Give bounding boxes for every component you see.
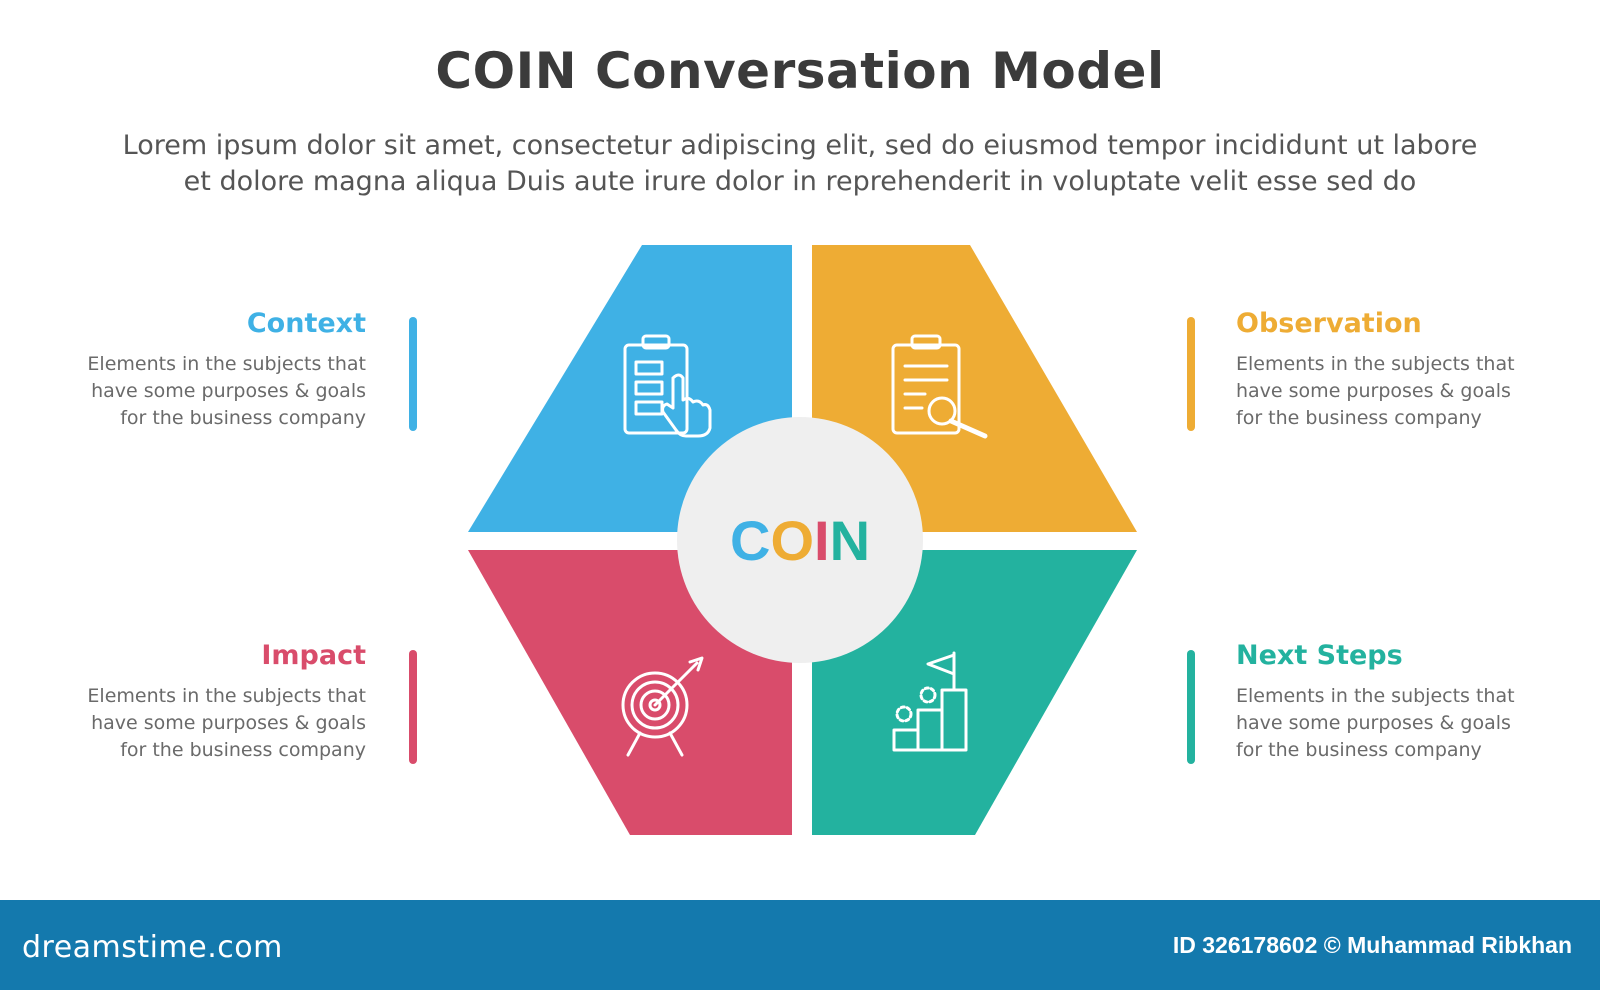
observation-accent-bar [1187,317,1195,431]
context-desc-line-2: have some purposes & goals [91,380,366,402]
context-desc-line-3: for the business company [120,407,366,429]
footer-credit: ID 326178602 © Muhammad Ribkhan [1172,932,1572,958]
center-circle [677,417,923,663]
impact-desc-line-3: for the business company [120,739,366,761]
coin-label: COIN [730,509,870,572]
subtitle-line-2: et dolore magna aliqua Duis aute irure d… [183,166,1417,197]
impact-description: Elements in the subjects that have some … [66,683,366,764]
observation-desc-line-2: have some purposes & goals [1236,380,1511,402]
steps-flag-icon [892,651,968,752]
next-steps-desc-line-1: Elements in the subjects that [1236,685,1515,707]
next-steps-desc-line-2: have some purposes & goals [1236,712,1511,734]
context-description: Elements in the subjects that have some … [66,351,366,432]
observation-title: Observation [1236,308,1422,339]
clipboard-hand-icon [623,334,712,438]
target-arrow-icon [621,656,704,757]
context-title: Context [246,308,366,339]
impact-desc-line-1: Elements in the subjects that [87,685,366,707]
next-steps-description: Elements in the subjects that have some … [1236,683,1536,764]
next-steps-block: Next Steps Elements in the subjects that… [1236,640,1536,764]
observation-block: Observation Elements in the subjects tha… [1236,308,1536,432]
observation-desc-line-3: for the business company [1236,407,1482,429]
impact-title: Impact [261,640,366,671]
observation-description: Elements in the subjects that have some … [1236,351,1536,432]
context-block: Context Elements in the subjects that ha… [66,308,366,432]
hexagon-diagram: COIN [468,245,1137,835]
subtitle-line-1: Lorem ipsum dolor sit amet, consectetur … [122,130,1478,161]
coin-letter-n: N [830,509,870,572]
coin-letter-o: O [770,509,814,572]
page-subtitle: Lorem ipsum dolor sit amet, consectetur … [0,128,1600,200]
context-accent-bar [409,317,417,431]
coin-letter-i: I [814,509,830,572]
clipboard-magnifier-icon [891,334,988,439]
next-steps-title: Next Steps [1236,640,1403,671]
footer-brand[interactable]: dreamstime.com [22,930,283,965]
next-steps-accent-bar [1187,650,1195,764]
context-desc-line-1: Elements in the subjects that [87,353,366,375]
observation-desc-line-1: Elements in the subjects that [1236,353,1515,375]
page-title: COIN Conversation Model [435,42,1165,100]
impact-block: Impact Elements in the subjects that hav… [66,640,366,764]
impact-accent-bar [409,650,417,764]
coin-letter-c: C [730,509,770,572]
next-steps-desc-line-3: for the business company [1236,739,1482,761]
impact-desc-line-2: have some purposes & goals [91,712,366,734]
footer-banner: dreamstime.com ID 326178602 © Muhammad R… [0,900,1600,990]
quadrant-next-steps [812,550,1137,835]
